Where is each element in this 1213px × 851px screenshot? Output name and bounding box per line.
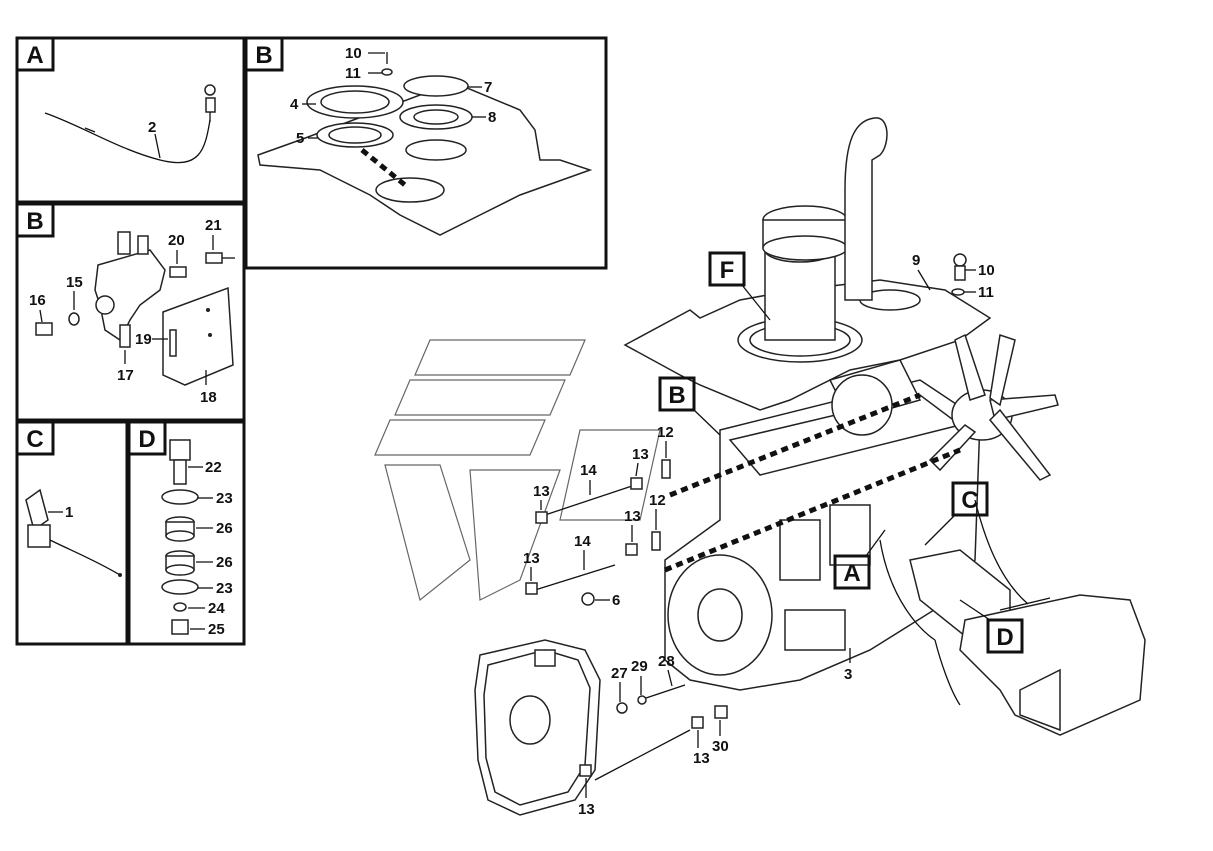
panel-b-top-letter: B xyxy=(244,36,284,72)
part-label: 2 xyxy=(148,119,161,159)
panel-c-pedal xyxy=(25,488,122,577)
callout-b: B xyxy=(658,376,721,436)
dashed-reference-lines xyxy=(664,392,961,573)
panel-b-frame xyxy=(15,202,246,422)
svg-text:14: 14 xyxy=(574,533,591,550)
svg-text:13: 13 xyxy=(632,446,649,463)
svg-text:29: 29 xyxy=(631,658,648,675)
svg-text:21: 21 xyxy=(205,217,222,234)
svg-text:26: 26 xyxy=(216,554,233,571)
callout-c: C xyxy=(924,481,989,546)
part-labels-b-top: 10 11 7 4 8 5 xyxy=(290,45,496,147)
svg-text:7: 7 xyxy=(484,79,492,96)
engine-mount-bracket xyxy=(909,549,1146,736)
panel-d-frame xyxy=(127,420,246,646)
svg-text:13: 13 xyxy=(523,550,540,567)
svg-text:13: 13 xyxy=(693,750,710,767)
callout-d: D xyxy=(959,599,1024,654)
part-labels-d: 22 23 26 26 23 24 25 xyxy=(188,459,233,638)
svg-text:6: 6 xyxy=(612,592,620,609)
svg-text:9: 9 xyxy=(912,252,920,269)
svg-text:26: 26 xyxy=(216,520,233,537)
svg-text:B: B xyxy=(668,382,685,409)
svg-text:27: 27 xyxy=(611,665,628,682)
panel-c-letter: C xyxy=(15,420,55,456)
svg-text:13: 13 xyxy=(533,483,550,500)
svg-text:5: 5 xyxy=(296,130,304,147)
svg-text:10: 10 xyxy=(978,262,995,279)
panel-a-cable xyxy=(44,84,216,164)
panel-d-letter: D xyxy=(127,420,167,456)
svg-text:24: 24 xyxy=(208,600,225,617)
panel-b-top-frame xyxy=(244,36,608,270)
cooling-fan xyxy=(928,333,1059,481)
svg-text:A: A xyxy=(26,42,43,69)
panel-b-plate xyxy=(257,52,593,236)
svg-text:10: 10 xyxy=(345,45,362,62)
panel-b-letter: B xyxy=(15,202,55,238)
svg-text:C: C xyxy=(961,487,978,514)
air-intake-pipe xyxy=(762,117,888,341)
svg-text:2: 2 xyxy=(148,119,156,136)
svg-text:25: 25 xyxy=(208,621,225,638)
svg-text:11: 11 xyxy=(345,65,361,82)
svg-text:C: C xyxy=(26,426,43,453)
panel-a-frame xyxy=(15,36,246,204)
svg-text:A: A xyxy=(843,560,860,587)
svg-text:30: 30 xyxy=(712,738,729,755)
svg-text:18: 18 xyxy=(200,389,217,406)
callout-a: A xyxy=(833,529,886,590)
callout-f: F xyxy=(708,251,771,321)
main-part-labels: 9 10 11 12 12 13 13 13 13 13 13 14 14 6 … xyxy=(523,252,995,818)
svg-text:22: 22 xyxy=(205,459,222,476)
svg-text:15: 15 xyxy=(66,274,83,291)
watermark-logo xyxy=(374,339,661,602)
svg-text:3: 3 xyxy=(844,666,852,683)
svg-text:17: 17 xyxy=(117,367,134,384)
svg-text:13: 13 xyxy=(578,801,595,818)
svg-text:12: 12 xyxy=(657,424,674,441)
svg-text:19: 19 xyxy=(135,331,152,348)
fittings xyxy=(525,253,1029,781)
panel-a-letter: A xyxy=(15,36,55,72)
svg-text:23: 23 xyxy=(216,490,233,507)
svg-text:D: D xyxy=(138,426,155,453)
svg-text:28: 28 xyxy=(658,653,675,670)
svg-text:16: 16 xyxy=(29,292,46,309)
svg-text:B: B xyxy=(26,208,43,235)
engine-block xyxy=(664,359,981,691)
svg-text:4: 4 xyxy=(290,96,299,113)
svg-text:20: 20 xyxy=(168,232,185,249)
svg-text:11: 11 xyxy=(978,284,994,301)
part-labels-b: 20 21 15 16 19 17 18 xyxy=(29,217,222,406)
svg-text:12: 12 xyxy=(649,492,666,509)
svg-text:13: 13 xyxy=(624,508,641,525)
svg-text:14: 14 xyxy=(580,462,597,479)
svg-text:D: D xyxy=(996,624,1013,651)
svg-text:23: 23 xyxy=(216,580,233,597)
svg-text:1: 1 xyxy=(65,504,73,521)
svg-text:B: B xyxy=(255,42,272,69)
svg-text:F: F xyxy=(720,257,735,284)
svg-text:8: 8 xyxy=(488,109,496,126)
panel-c-frame xyxy=(15,420,129,646)
panel-d-mount-stack xyxy=(161,439,199,635)
part-label: 1 xyxy=(48,504,73,521)
flywheel-housing xyxy=(474,639,601,816)
panel-b-valve xyxy=(35,231,235,386)
